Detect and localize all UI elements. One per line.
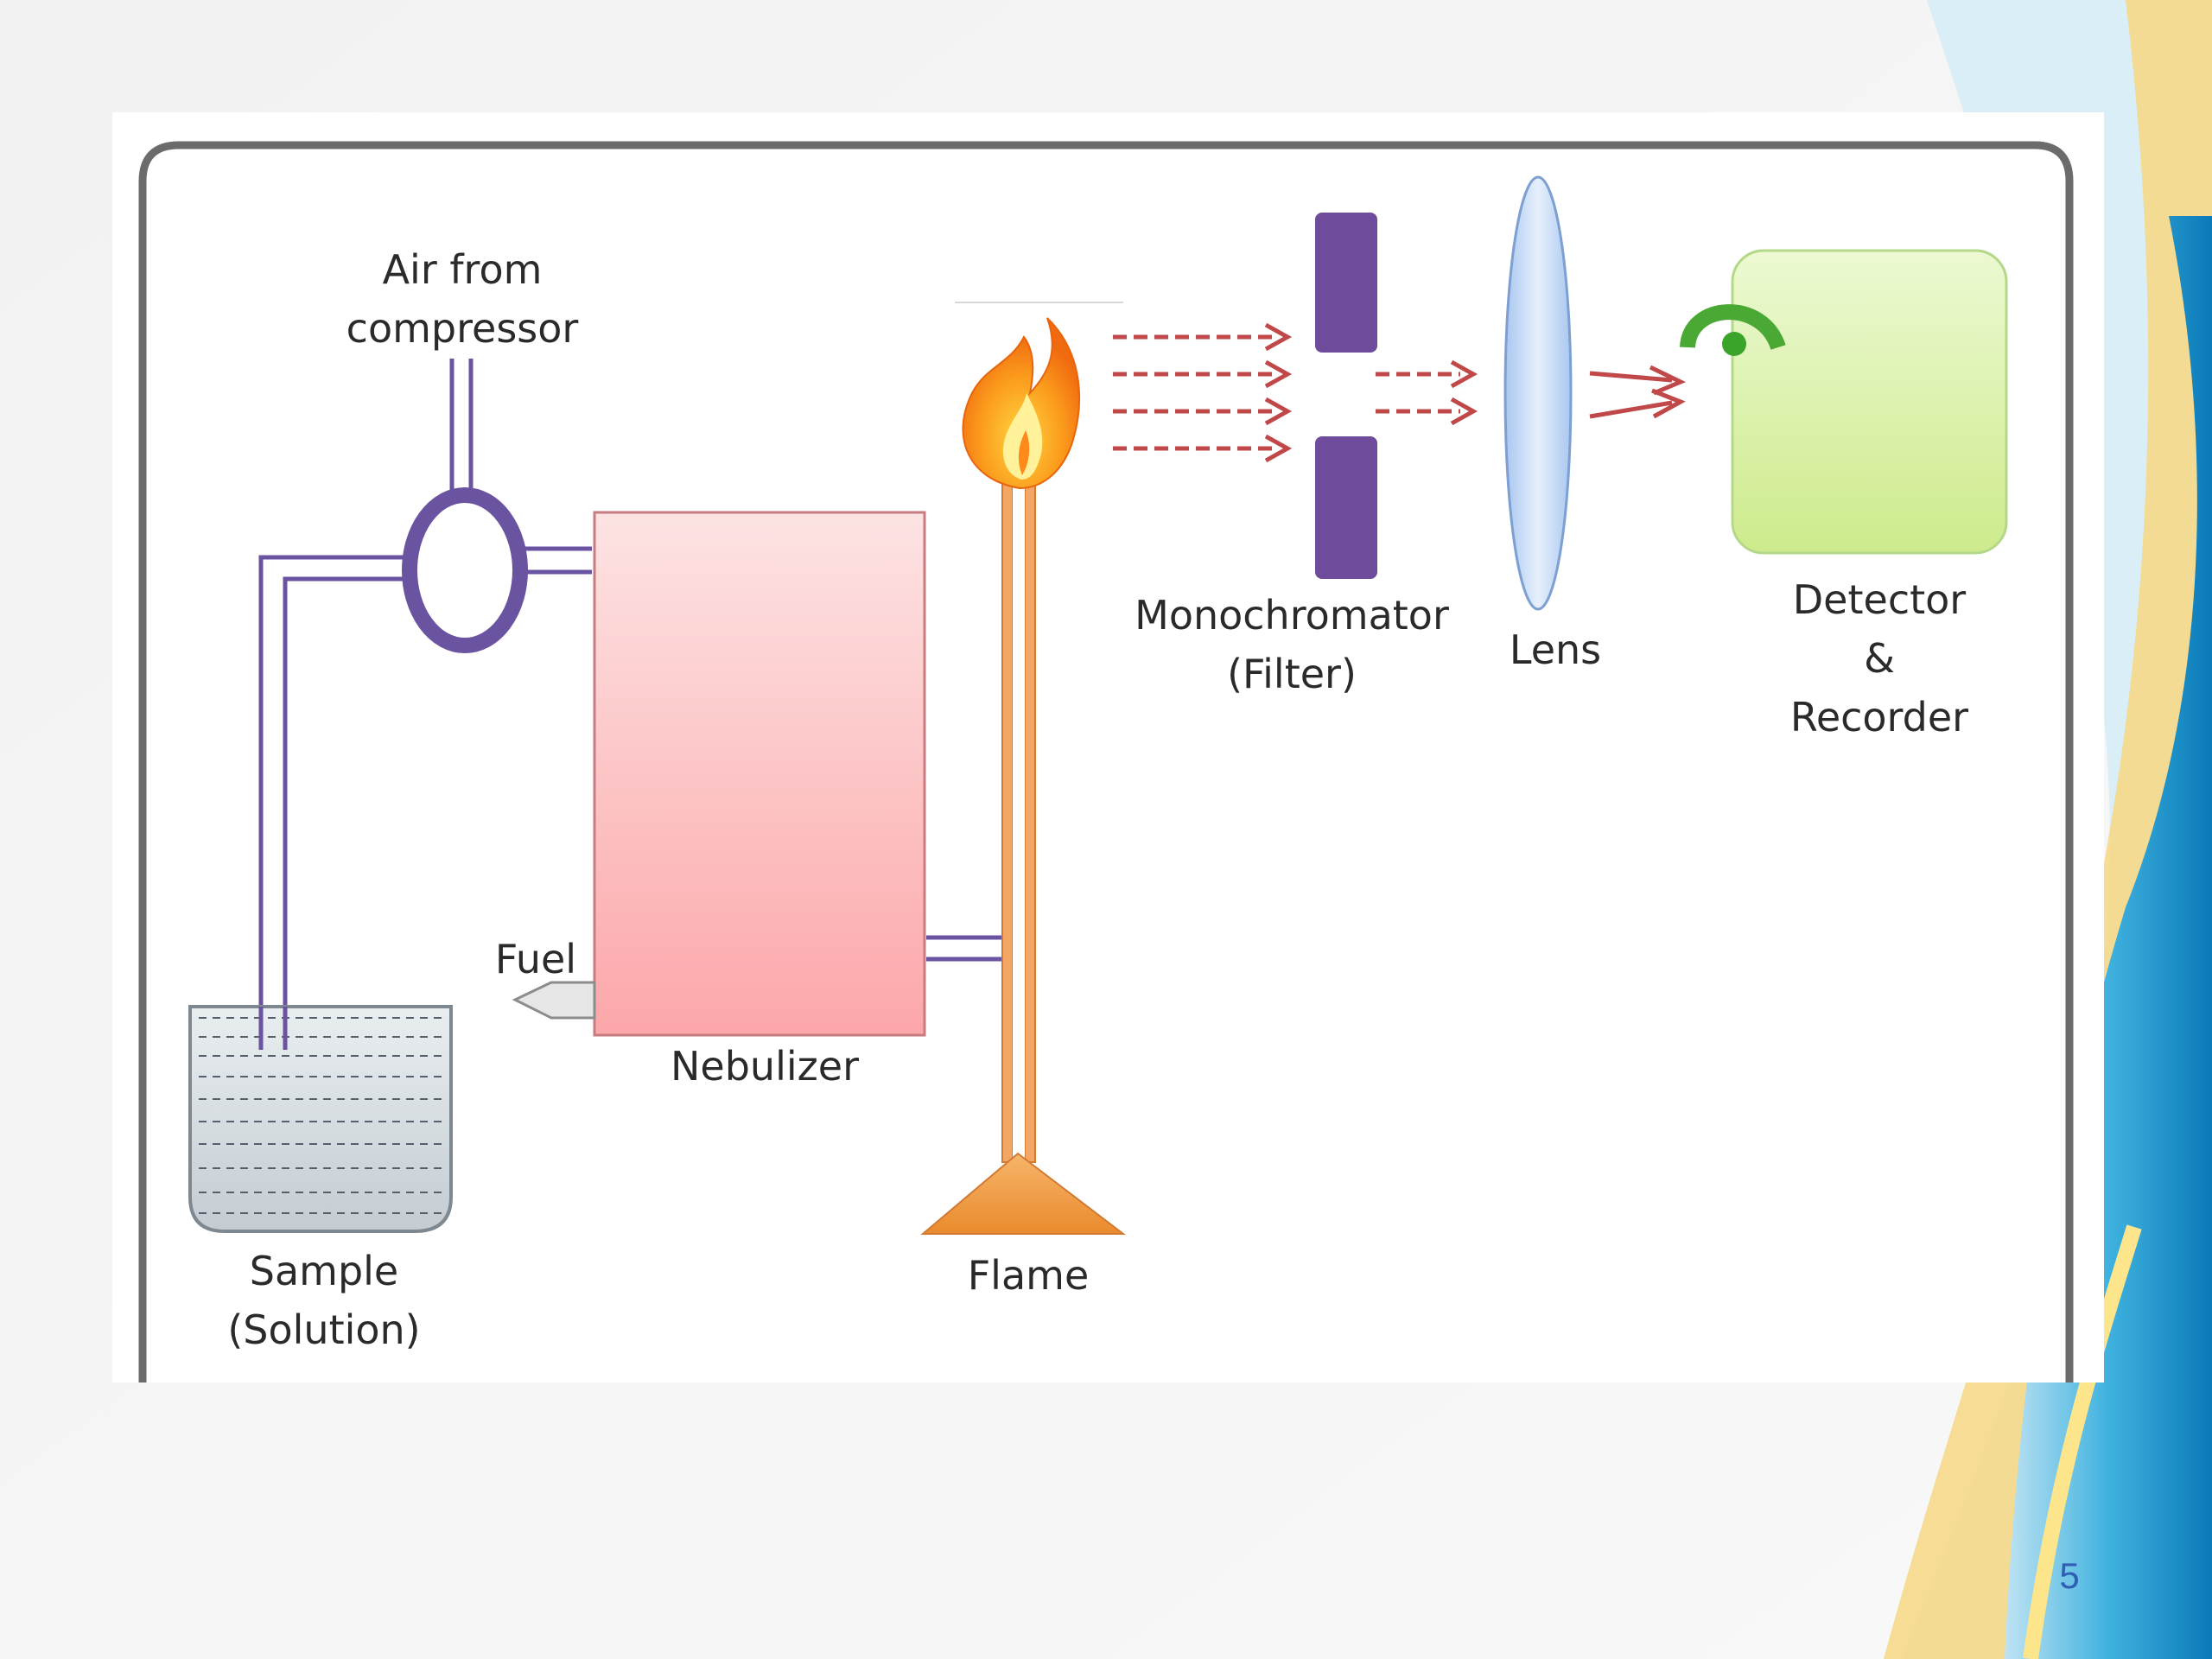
air-source-label: Air from compressor [328,240,596,358]
sample-label-line1: Sample [249,1248,399,1294]
detector-label-line3: Recorder [1789,694,1969,741]
monochromator-label-line1: Monochromator [1135,592,1449,639]
detector-recorder-box [1731,249,2008,555]
air-tube [258,359,1011,1050]
nebulizer-chamber [593,511,926,1037]
air-source-label-line2: compressor [346,305,579,352]
air-source-label-line1: Air from [382,246,543,293]
monochromator-label: Monochromator (Filter) [1110,586,1473,703]
slide-page-number: 5 [2059,1555,2080,1596]
burner-stand [920,470,1126,1235]
flame-icon [955,302,1123,490]
beam-arrows [1113,334,1460,451]
air-junction [402,487,528,653]
lens-icon [1503,175,1573,611]
sample-beaker [188,1005,453,1233]
sample-label-line2: (Solution) [227,1306,421,1353]
fuel-inlet [512,981,596,1020]
nebulizer-label: Nebulizer [671,1043,859,1090]
signal-icon [1680,304,1786,356]
monochromator-label-line2: (Filter) [1227,651,1357,697]
lens-label: Lens [1509,626,1602,673]
flame-label: Flame [967,1252,1090,1299]
detector-label-line1: Detector [1792,576,1967,623]
fuel-label: Fuel [494,936,577,982]
detector-label: Detector & Recorder [1754,570,2005,747]
sample-label: Sample (Solution) [190,1242,458,1359]
monochromator-filter [1315,213,1377,579]
detector-label-line2: & [1864,635,1895,682]
